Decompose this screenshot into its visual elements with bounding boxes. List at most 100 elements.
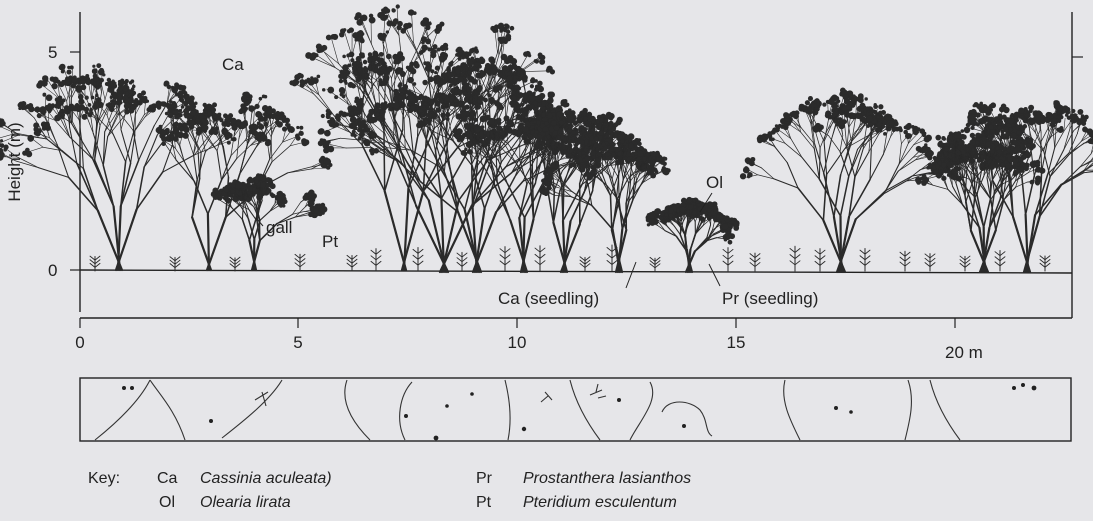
foliage-cluster	[316, 48, 322, 54]
foliage-cluster	[456, 47, 463, 54]
foliage-cluster	[578, 128, 582, 132]
branch	[384, 127, 385, 191]
foliage-cluster	[70, 65, 74, 69]
foliage-cluster	[170, 135, 173, 138]
foliage-cluster	[392, 8, 396, 12]
foliage-cluster	[556, 117, 559, 120]
branch	[345, 32, 352, 56]
foliage-cluster	[377, 62, 381, 66]
foliage-cluster	[510, 95, 516, 101]
foliage-cluster	[506, 120, 511, 125]
foliage-cluster	[454, 99, 457, 102]
foliage-cluster	[102, 73, 105, 76]
foliage-cluster	[42, 93, 46, 97]
foliage-cluster	[408, 11, 412, 15]
foliage-cluster	[272, 194, 276, 198]
foliage-cluster	[492, 86, 499, 93]
foliage-cluster	[232, 125, 238, 131]
foliage-cluster	[28, 103, 33, 108]
foliage-cluster	[532, 133, 537, 138]
foliage-cluster	[259, 97, 263, 101]
foliage-cluster	[181, 105, 185, 109]
foliage-cluster	[537, 102, 542, 107]
foliage-cluster	[215, 126, 218, 129]
foliage-cluster	[332, 34, 338, 40]
branch	[188, 138, 194, 154]
foliage-cluster	[563, 102, 568, 107]
foliage-cluster	[355, 110, 358, 113]
foliage-cluster	[545, 112, 548, 115]
foliage-cluster	[427, 47, 431, 51]
foliage-cluster	[93, 77, 99, 83]
foliage-cluster	[308, 192, 311, 195]
foliage-cluster	[428, 22, 431, 25]
branch	[269, 203, 275, 211]
foliage-cluster	[265, 140, 271, 146]
foliage-cluster	[257, 112, 262, 117]
foliage-cluster	[463, 78, 468, 83]
foliage-cluster	[538, 116, 542, 120]
foliage-cluster	[217, 113, 221, 117]
foliage-cluster	[506, 76, 512, 82]
foliage-cluster	[485, 63, 491, 69]
foliage-cluster	[342, 64, 349, 71]
foliage-cluster	[425, 20, 428, 23]
foliage-cluster	[599, 131, 604, 136]
foliage-cluster	[179, 113, 183, 117]
foliage-cluster	[146, 100, 149, 103]
foliage-cluster	[71, 77, 77, 83]
foliage-cluster	[321, 114, 325, 118]
foliage-cluster	[161, 130, 167, 136]
foliage-cluster	[156, 103, 162, 109]
branch	[408, 128, 434, 189]
foliage-cluster	[55, 97, 60, 102]
foliage-cluster	[578, 117, 582, 121]
branch	[397, 161, 416, 206]
foliage-cluster	[314, 208, 319, 213]
foliage-cluster	[161, 142, 165, 146]
foliage-cluster	[467, 59, 473, 65]
foliage-cluster	[409, 78, 412, 81]
foliage-cluster	[567, 139, 572, 144]
foliage-cluster	[174, 110, 179, 115]
foliage-cluster	[213, 130, 218, 135]
foliage-cluster	[61, 115, 65, 119]
foliage-cluster	[51, 83, 57, 89]
foliage-cluster	[397, 51, 403, 57]
foliage-cluster	[236, 182, 243, 189]
foliage-cluster	[456, 53, 460, 57]
foliage-cluster	[523, 78, 528, 83]
branch	[133, 130, 138, 160]
foliage-cluster	[29, 138, 33, 142]
foliage-cluster	[341, 90, 345, 94]
foliage-cluster	[421, 41, 425, 45]
foliage-cluster	[454, 103, 459, 108]
foliage-cluster	[59, 64, 65, 70]
foliage-cluster	[455, 134, 460, 139]
branch	[472, 164, 473, 208]
foliage-cluster	[139, 96, 146, 103]
foliage-cluster	[227, 119, 231, 123]
foliage-cluster	[583, 117, 587, 121]
foliage-cluster	[311, 52, 317, 58]
branch	[240, 149, 256, 174]
branch	[242, 205, 243, 220]
foliage-cluster	[575, 141, 580, 146]
foliage-cluster	[120, 78, 124, 82]
foliage-cluster	[183, 127, 189, 133]
foliage-cluster	[266, 108, 272, 114]
foliage-cluster	[535, 85, 539, 89]
foliage-cluster	[502, 75, 506, 79]
foliage-cluster	[545, 122, 549, 126]
foliage-cluster	[351, 83, 356, 88]
foliage-cluster	[586, 173, 591, 178]
foliage-cluster	[462, 116, 468, 122]
foliage-cluster	[538, 55, 542, 59]
foliage-cluster	[280, 117, 283, 120]
foliage-cluster	[609, 116, 613, 120]
branch	[139, 126, 155, 160]
foliage-cluster	[75, 103, 80, 108]
foliage-cluster	[517, 68, 521, 72]
x-tick-label-10: 10	[508, 333, 527, 352]
